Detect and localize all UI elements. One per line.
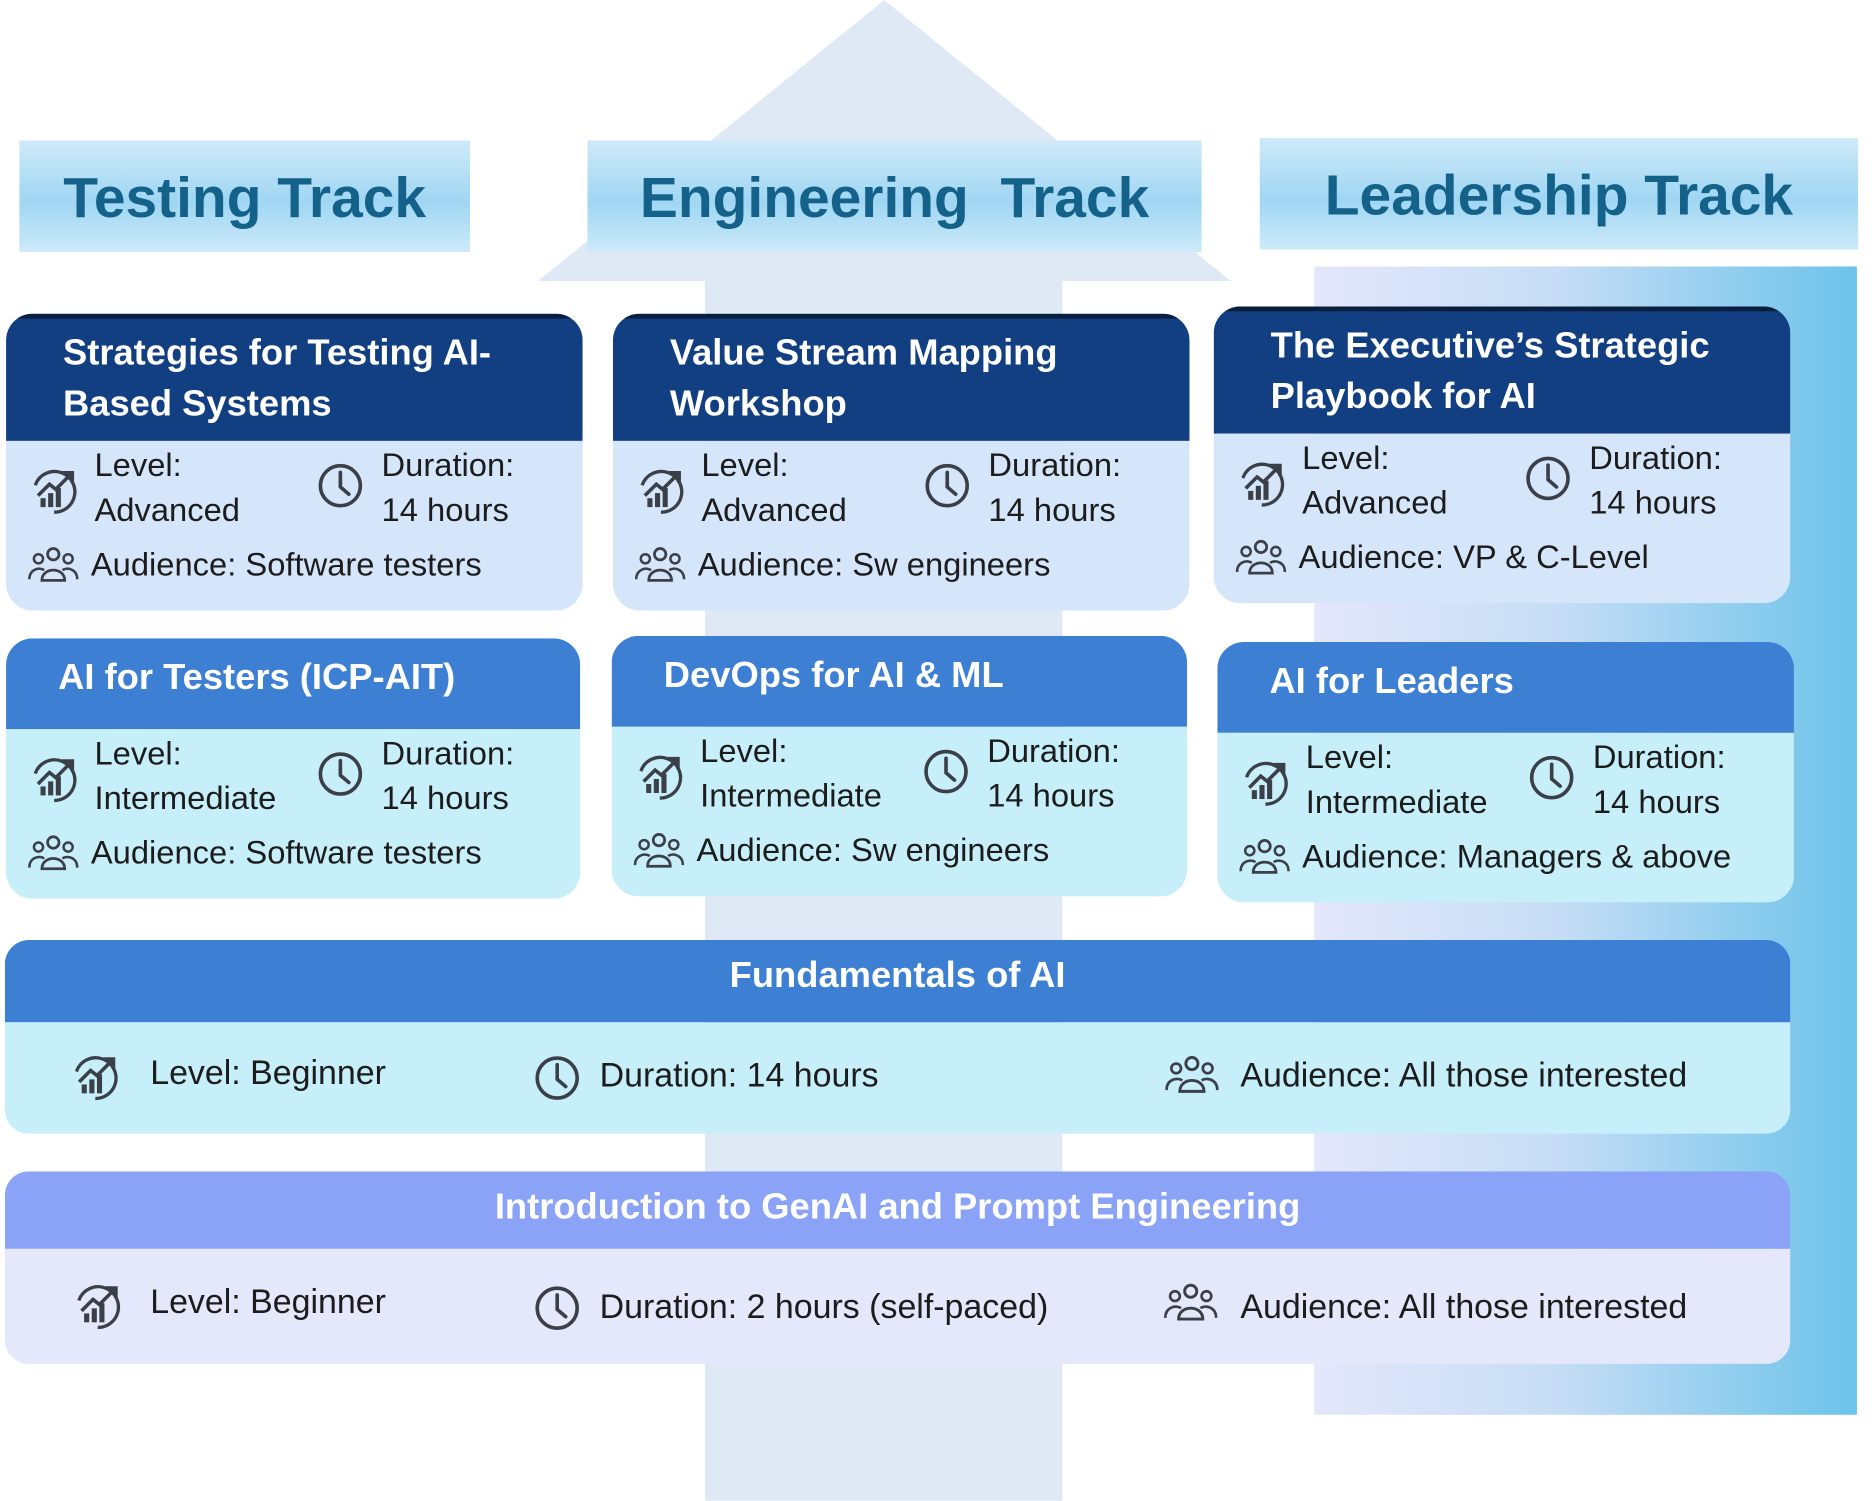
genai-audience: Audience: All those interested <box>1240 1287 1688 1326</box>
clock-icon <box>533 1054 581 1102</box>
people-group-icon <box>28 545 79 584</box>
growth-chart-icon <box>70 1051 121 1102</box>
genai-level: Level: Beginner <box>150 1282 386 1321</box>
genai-title: Introduction to GenAI and Prompt Enginee… <box>4 1171 1791 1249</box>
clock-icon <box>1524 454 1572 502</box>
people-group-icon <box>1239 837 1290 876</box>
people-group-icon <box>635 545 686 584</box>
course-title: AI for Leaders <box>1217 641 1794 733</box>
course-duration: Duration: 14 hours <box>1592 738 1726 821</box>
growth-chart-icon <box>1240 757 1291 808</box>
growth-chart-icon <box>635 751 686 802</box>
course-level: Level: Intermediate <box>700 732 882 814</box>
fundamentals-audience: Audience: All those interested <box>1240 1056 1688 1094</box>
clock-icon <box>923 462 971 510</box>
course-audience: Audience: Sw engineers <box>696 832 1050 869</box>
people-group-icon <box>28 833 79 872</box>
genai-details: Level: Beginner Duration: 2 hours (self-… <box>4 1248 1791 1364</box>
course-title: Value Stream Mapping Workshop <box>612 313 1190 441</box>
course-audience: Audience: VP & C-Level <box>1298 539 1649 576</box>
course-card[interactable]: AI for Testers (ICP-AIT)Level: Intermedi… <box>6 638 581 899</box>
people-group-icon <box>634 831 685 870</box>
genai-duration: Duration: 2 hours (self-paced) <box>599 1287 1049 1326</box>
people-group-icon <box>1165 1054 1218 1095</box>
track-leadership-header: Leadership Track <box>1259 138 1859 250</box>
fundamentals-card[interactable]: Fundamentals of AI Level: Beginner Durat… <box>4 939 1791 1134</box>
course-audience: Audience: Software testers <box>90 834 482 871</box>
course-level: Level: Advanced <box>1302 439 1448 521</box>
clock-icon <box>316 462 364 510</box>
course-level: Level: Intermediate <box>94 735 277 817</box>
course-title: AI for Testers (ICP-AIT) <box>6 638 581 730</box>
growth-chart-icon <box>1237 458 1288 509</box>
course-duration: Duration: 14 hours <box>381 446 515 529</box>
course-duration: Duration: 14 hours <box>381 735 515 817</box>
clock-icon <box>533 1284 581 1332</box>
growth-chart-icon <box>29 465 80 516</box>
fundamentals-level: Level: Beginner <box>150 1053 386 1092</box>
course-duration: Duration: 14 hours <box>987 732 1120 814</box>
course-title: Strategies for Testing AI- Based Systems <box>6 313 583 441</box>
course-title: The Executive’s Strategic Playbook for A… <box>1213 306 1791 434</box>
clock-icon <box>922 747 970 795</box>
course-audience: Audience: Sw engineers <box>697 546 1051 583</box>
course-card[interactable]: Strategies for Testing AI- Based Systems… <box>6 313 583 611</box>
course-level: Level: Intermediate <box>1305 738 1488 821</box>
fundamentals-duration: Duration: 14 hours <box>599 1056 879 1094</box>
course-level: Level: Advanced <box>701 446 847 529</box>
course-title: DevOps for AI & ML <box>611 635 1188 727</box>
course-audience: Audience: Software testers <box>90 546 482 583</box>
growth-chart-icon <box>29 753 80 804</box>
growth-chart-icon <box>73 1280 124 1331</box>
course-audience: Audience: Managers & above <box>1302 838 1732 875</box>
fundamentals-details: Level: Beginner Duration: 14 hours Audie… <box>4 1022 1791 1134</box>
clock-icon <box>1527 753 1575 801</box>
fundamentals-title: Fundamentals of AI <box>4 939 1791 1023</box>
course-card[interactable]: The Executive’s Strategic Playbook for A… <box>1213 306 1791 604</box>
people-group-icon <box>1164 1282 1217 1323</box>
people-group-icon <box>1236 538 1287 577</box>
track-testing-header: Testing Track <box>19 140 470 252</box>
course-duration: Duration: 14 hours <box>988 446 1122 529</box>
course-level: Level: Advanced <box>94 446 240 529</box>
track-engineering-header: Engineering Track <box>587 140 1202 252</box>
genai-card[interactable]: Introduction to GenAI and Prompt Enginee… <box>4 1171 1791 1364</box>
growth-chart-icon <box>636 465 687 516</box>
course-duration: Duration: 14 hours <box>1589 439 1722 521</box>
clock-icon <box>316 750 364 798</box>
